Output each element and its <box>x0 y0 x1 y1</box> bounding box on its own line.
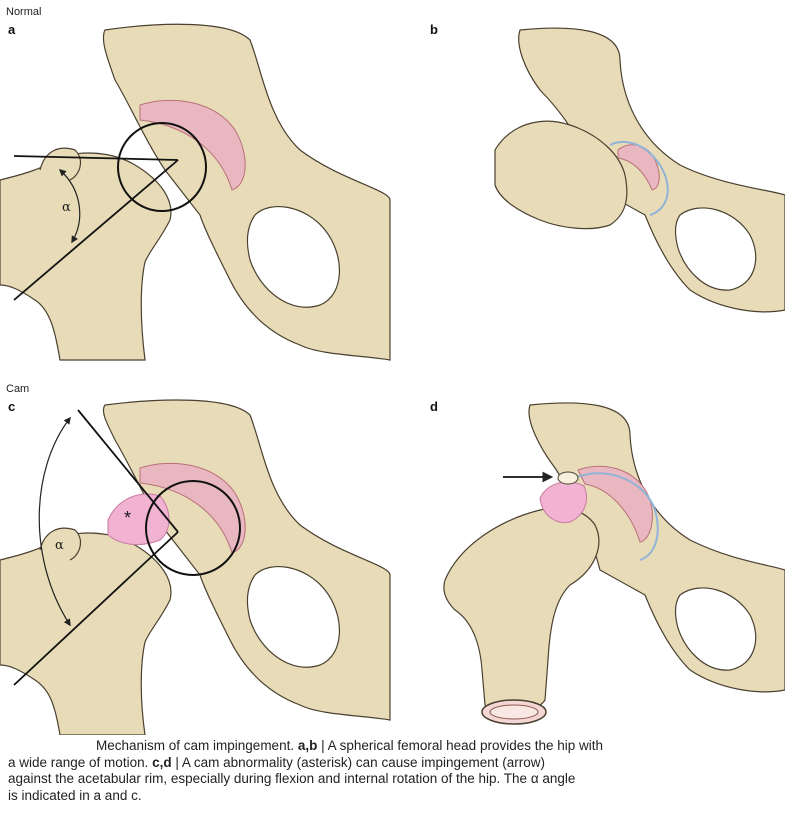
caption-line1-rest: | A spherical femoral head provides the … <box>317 738 603 753</box>
caption-line2-rest: | A cam abnormality (asterisk) can cause… <box>172 755 545 770</box>
panel-c-cam-bump <box>108 494 169 545</box>
panel-d-femur <box>444 508 599 714</box>
panel-a-femur <box>0 153 171 360</box>
figure-caption: Mechanism of cam impingement. a,b | A sp… <box>8 738 780 804</box>
caption-line3: against the acetabular rim, especially d… <box>8 771 780 788</box>
panel-a-drawing <box>0 24 390 360</box>
panel-d-drawing <box>444 403 785 724</box>
caption-line4: is indicated in a and c. <box>8 788 780 805</box>
panel-b-drawing <box>495 28 785 312</box>
hip-illustration <box>0 0 785 735</box>
caption-line2-text: a wide range of motion. <box>8 755 152 770</box>
caption-line2-bold: c,d <box>152 755 172 770</box>
panel-c-drawing <box>0 400 390 735</box>
panel-a-alpha-label: α <box>62 200 71 215</box>
caption-line1-bold: a,b <box>298 738 318 753</box>
panel-d-labral-tip <box>558 472 578 484</box>
panel-c-alpha-label: α <box>55 538 64 553</box>
panel-c-asterisk: * <box>124 508 131 529</box>
caption-line1-text: Mechanism of cam impingement. <box>96 738 298 753</box>
